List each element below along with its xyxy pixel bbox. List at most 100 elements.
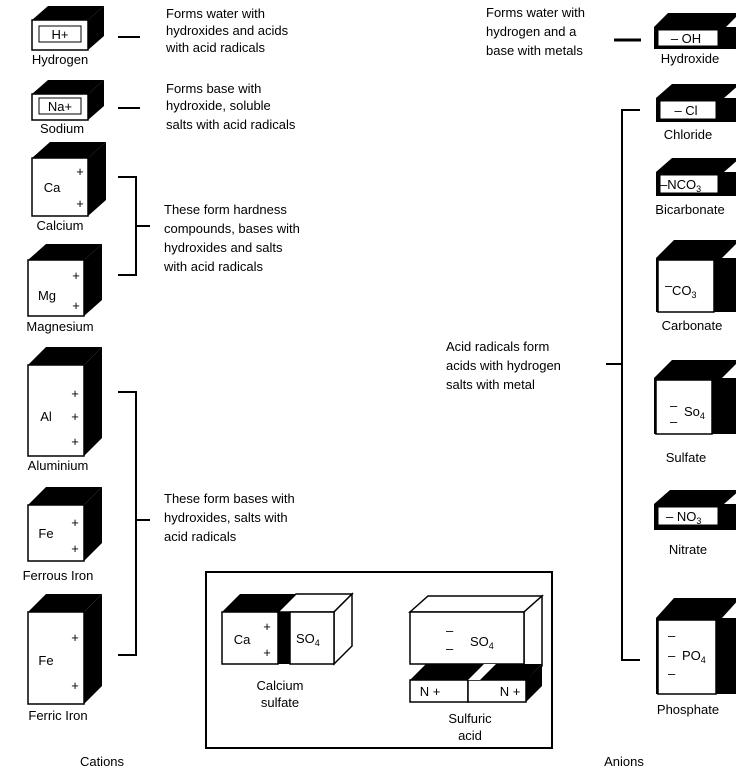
svg-text:Forms water with: Forms water with (166, 6, 265, 21)
sodium-description: Forms base with hydroxide, soluble salts… (166, 81, 296, 132)
hardness-bracket (118, 176, 137, 276)
svg-text:+: + (76, 164, 84, 179)
hydroxide-ion-block: – OH (654, 13, 736, 49)
ferrous-iron-block: Fe + + (27, 487, 102, 562)
svg-text:Calcium: Calcium (257, 678, 304, 693)
sulfuric-acid-label: Sulfuric acid (448, 711, 492, 743)
hydrogen-ion-block: H+ (31, 6, 104, 51)
svg-text:hydroxides and salts: hydroxides and salts (164, 240, 283, 255)
svg-text:–: – (668, 648, 676, 663)
svg-text:Forms base with: Forms base with (166, 81, 261, 96)
calcium-sulfate-block: Ca + + SO4 (221, 592, 354, 666)
ferric-iron-block: Fe + + (27, 594, 102, 705)
ferrous-symbol: Fe (38, 526, 53, 541)
svg-text:N +: N + (420, 684, 441, 699)
sulfate-ion-block: – – So4 (654, 360, 736, 435)
chloride-label: Chloride (664, 127, 712, 142)
svg-text:salts with metal: salts with metal (446, 377, 535, 392)
svg-text:–: – (665, 278, 673, 293)
ferrous-label: Ferrous Iron (23, 568, 94, 583)
examples-box (205, 571, 553, 749)
sodium-label: Sodium (40, 121, 84, 136)
svg-text:acid radicals: acid radicals (164, 529, 237, 544)
svg-text:with acid radicals: with acid radicals (163, 259, 263, 274)
svg-text:+: + (263, 619, 271, 634)
acid-radicals-description: Acid radicals form acids with hydrogen s… (446, 339, 561, 392)
svg-text:–: – (446, 641, 454, 656)
aluminium-label: Aluminium (28, 458, 89, 473)
svg-text:hydroxides, salts with: hydroxides, salts with (164, 510, 288, 525)
svg-text:–: – (670, 398, 678, 413)
aluminium-symbol: Al (40, 409, 52, 424)
anions-footer: Anions (604, 754, 644, 769)
hardness-description: These form hardness compounds, bases wit… (163, 202, 300, 274)
svg-text:base with metals: base with metals (486, 43, 583, 58)
hydroxide-description: Forms water with hydrogen and a base wit… (486, 5, 585, 58)
bases-description: These form bases with hydroxides, salts … (164, 491, 295, 544)
svg-text:Acid radicals form: Acid radicals form (446, 339, 549, 354)
ferric-label: Ferric Iron (28, 708, 87, 723)
sodium-ion-block: Na+ (31, 80, 104, 121)
magnesium-symbol: Mg (38, 288, 56, 303)
hydroxide-symbol: – OH (671, 31, 701, 46)
carbonate-ion-block: – CO3 (656, 240, 736, 313)
svg-text:+: + (72, 268, 80, 283)
hydrogen-label: Hydrogen (32, 52, 88, 67)
hydrogen-description: Forms water with hydroxides and acids wi… (165, 6, 289, 55)
svg-text:SO4: SO4 (296, 631, 320, 648)
calcium-sulfate-label: Calcium sulfate (257, 678, 304, 710)
hydroxide-label: Hydroxide (661, 51, 720, 66)
svg-text:hydroxides and acids: hydroxides and acids (166, 23, 289, 38)
svg-text:These form hardness: These form hardness (164, 202, 287, 217)
sulfate-label: Sulfate (666, 450, 706, 465)
svg-text:acid: acid (458, 728, 482, 743)
svg-text:Sulfuric: Sulfuric (448, 711, 492, 726)
svg-text:acids with hydrogen: acids with hydrogen (446, 358, 561, 373)
svg-text:salts with acid radicals: salts with acid radicals (166, 117, 296, 132)
svg-text:–: – (670, 414, 678, 429)
svg-text:hydroxide, soluble: hydroxide, soluble (166, 98, 271, 113)
chloride-ion-block: – Cl (656, 84, 736, 122)
svg-text:sulfate: sulfate (261, 695, 299, 710)
nitrate-label: Nitrate (669, 542, 707, 557)
hydrogen-symbol: H+ (52, 27, 69, 42)
svg-text:These form bases with: These form bases with (164, 491, 295, 506)
svg-text:CO3: CO3 (672, 283, 697, 300)
svg-text:+: + (71, 630, 79, 645)
svg-text:hydrogen and a: hydrogen and a (486, 24, 577, 39)
svg-text:–: – (446, 623, 454, 638)
calcium-ion-block: Ca + + (31, 142, 106, 217)
magnesium-ion-block: Mg + + (27, 244, 102, 317)
svg-text:–: – (668, 666, 676, 681)
bicarbonate-label: Bicarbonate (655, 202, 724, 217)
sulfuric-acid-block: – – SO4 N + N + (408, 594, 544, 703)
chloride-symbol: – Cl (674, 103, 697, 118)
svg-text:Forms water with: Forms water with (486, 5, 585, 20)
svg-text:–NCO3: –NCO3 (660, 177, 701, 194)
sodium-symbol: Na+ (48, 99, 72, 114)
nitrate-ion-block: – NO3 (654, 490, 736, 530)
calcium-label: Calcium (37, 218, 84, 233)
ferric-symbol: Fe (38, 653, 53, 668)
calcium-symbol: Ca (44, 180, 61, 195)
bases-bracket (118, 391, 137, 656)
magnesium-label: Magnesium (26, 319, 93, 334)
svg-text:PO4: PO4 (682, 648, 706, 665)
aluminium-ion-block: Al + + + (27, 347, 102, 457)
bicarbonate-ion-block: –NCO3 (656, 158, 736, 196)
phosphate-label: Phosphate (657, 702, 719, 717)
svg-text:+: + (71, 386, 79, 401)
svg-text:+: + (76, 196, 84, 211)
svg-text:SO4: SO4 (470, 634, 494, 651)
svg-text:–: – (668, 628, 676, 643)
svg-text:+: + (71, 434, 79, 449)
svg-text:– NO3: – NO3 (666, 509, 701, 526)
svg-text:+: + (72, 298, 80, 313)
svg-text:So4: So4 (684, 404, 705, 421)
svg-text:Ca: Ca (234, 632, 251, 647)
cations-footer: Cations (80, 754, 125, 769)
svg-text:+: + (71, 541, 79, 556)
acid-radicals-bracket (621, 109, 640, 661)
svg-text:+: + (71, 409, 79, 424)
